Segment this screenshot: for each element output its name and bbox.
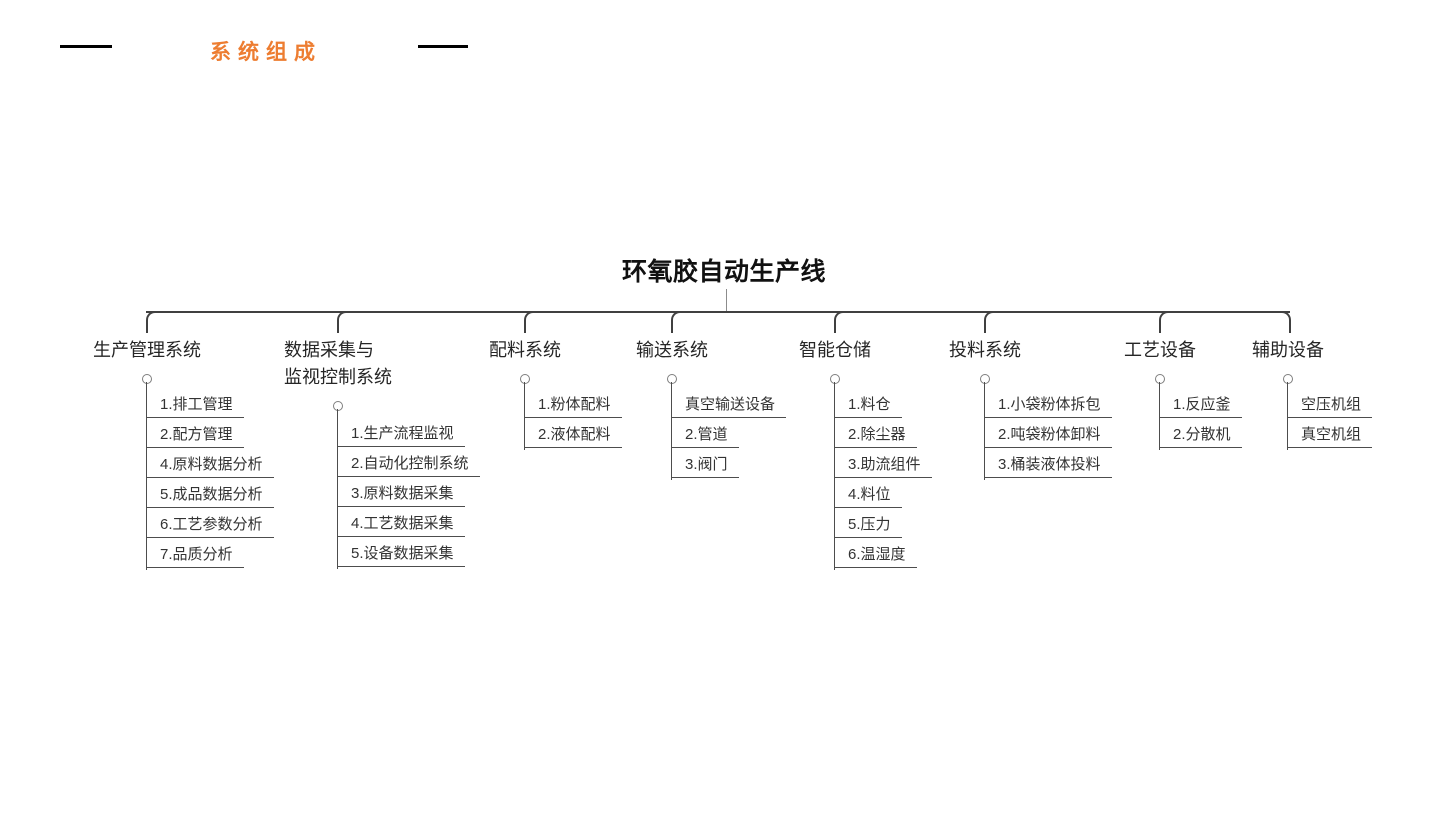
branch-connector-line: [146, 311, 1290, 313]
branch-spine: [337, 409, 338, 569]
child-node: 7.品质分析: [147, 541, 244, 568]
branch-corner: [1159, 311, 1175, 333]
branch-title: 输送系统: [636, 340, 708, 360]
child-node: 5.设备数据采集: [338, 540, 465, 567]
branch-spine: [984, 382, 985, 480]
branch-spine: [146, 382, 147, 570]
branch-anchor-circle: [520, 374, 530, 384]
child-node: 6.温湿度: [835, 541, 917, 568]
branch-anchor-circle: [980, 374, 990, 384]
header-dash-left: [60, 45, 112, 48]
child-node: 3.桶装液体投料: [985, 451, 1112, 478]
child-node: 1.生产流程监视: [338, 420, 465, 447]
branch-anchor-circle: [830, 374, 840, 384]
branch-anchor-circle: [142, 374, 152, 384]
child-node: 2.分散机: [1160, 421, 1242, 448]
child-node: 1.反应釜: [1160, 391, 1242, 418]
branch-title: 配料系统: [489, 340, 561, 360]
branch-anchor-circle: [667, 374, 677, 384]
child-node: 4.原料数据分析: [147, 451, 274, 478]
child-node: 3.原料数据采集: [338, 480, 465, 507]
child-node: 1.料仓: [835, 391, 902, 418]
branch-title: 智能仓储: [799, 340, 871, 360]
child-node: 真空输送设备: [672, 391, 787, 418]
branch-title: 投料系统: [949, 340, 1021, 360]
child-node: 2.除尘器: [835, 421, 917, 448]
child-node: 2.配方管理: [147, 421, 244, 448]
child-node: 5.压力: [835, 511, 902, 538]
child-node: 3.助流组件: [835, 451, 932, 478]
branch-anchor-circle: [1283, 374, 1293, 384]
branch-corner: [984, 311, 1000, 333]
header-dash-right: [418, 45, 468, 48]
child-node: 3.阀门: [672, 451, 739, 478]
branch-spine: [671, 382, 672, 480]
child-node: 5.成品数据分析: [147, 481, 274, 508]
child-node: 4.料位: [835, 481, 902, 508]
branch-corner: [671, 311, 687, 333]
branch-corner: [146, 311, 162, 333]
child-node: 1.排工管理: [147, 391, 244, 418]
branch-title: 辅助设备: [1252, 340, 1324, 360]
child-node: 4.工艺数据采集: [338, 510, 465, 537]
child-node: 2.管道: [672, 421, 739, 448]
section-title: 系统组成: [210, 41, 322, 64]
child-node: 2.液体配料: [525, 421, 622, 448]
branch-title: 工艺设备: [1124, 340, 1196, 360]
branch-anchor-circle: [333, 401, 343, 411]
branch-spine: [834, 382, 835, 570]
branch-spine: [1287, 382, 1288, 450]
child-node: 2.吨袋粉体卸料: [985, 421, 1112, 448]
branch-title: 生产管理系统: [93, 340, 201, 360]
branch-corner: [524, 311, 540, 333]
child-node: 1.小袋粉体拆包: [985, 391, 1112, 418]
child-node: 1.粉体配料: [525, 391, 622, 418]
branch-title: 数据采集与 监视控制系统: [284, 340, 392, 387]
child-node: 6.工艺参数分析: [147, 511, 274, 538]
branch-spine: [1159, 382, 1160, 450]
branch-spine: [524, 382, 525, 450]
root-connector-stem: [726, 289, 727, 311]
diagram-root-title: 环氧胶自动生产线: [621, 258, 827, 286]
child-node: 2.自动化控制系统: [338, 450, 480, 477]
branch-corner: [834, 311, 850, 333]
branch-anchor-circle: [1155, 374, 1165, 384]
child-node: 空压机组: [1288, 391, 1373, 418]
branch-corner: [337, 311, 353, 333]
child-node: 真空机组: [1288, 421, 1373, 448]
branch-corner: [1275, 311, 1291, 333]
